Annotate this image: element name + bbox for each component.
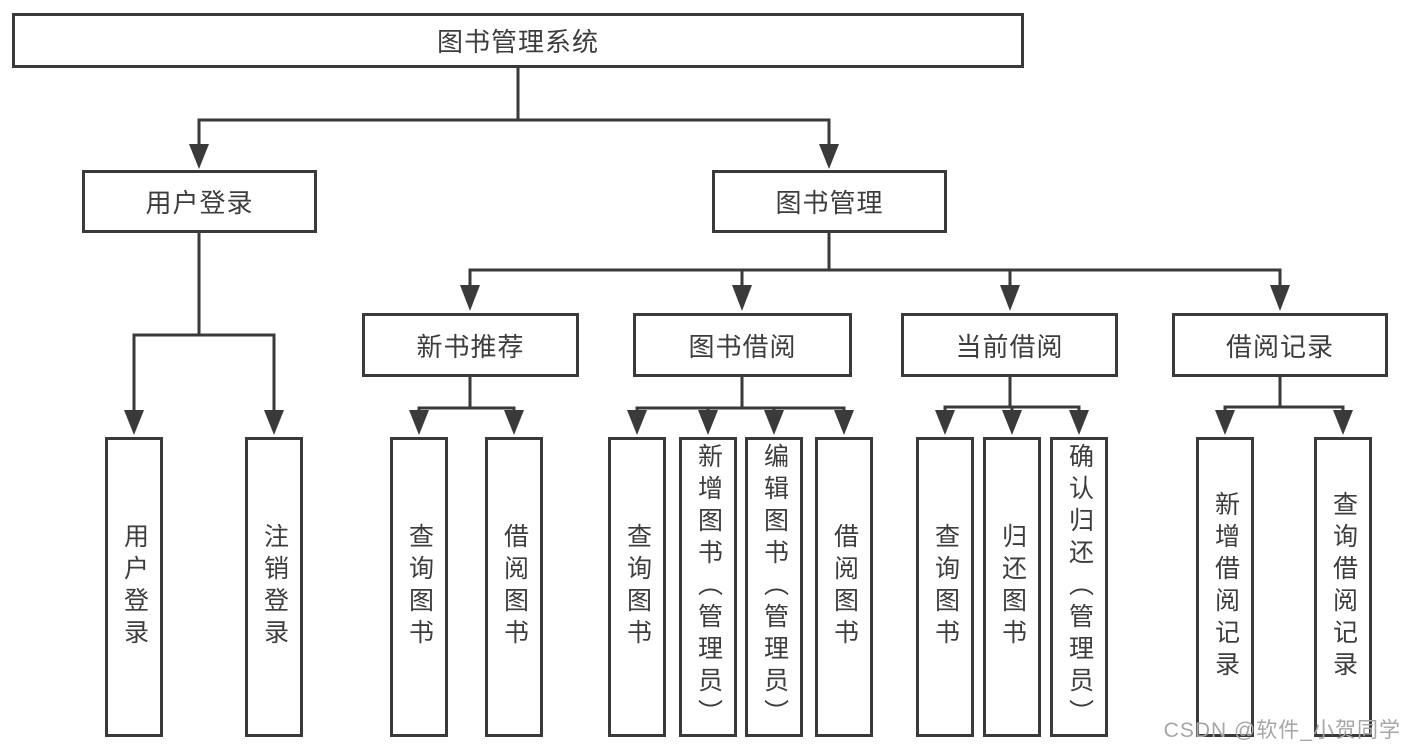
arrow-down-icon [764,410,784,435]
arrow-down-icon [504,410,524,435]
leaf-confirm-return-admin-label: 确认归还（管理员） [1065,443,1094,731]
arrow-down-icon [834,410,854,435]
leaf-query-borrow-record: 查询借阅记录 [1314,437,1372,737]
node-root-system: 图书管理系统 [12,13,1024,68]
leaf-borrow-books-label: 借阅图书 [830,523,859,651]
leaf-query-books-recommend-label: 查询图书 [405,523,434,651]
connector-book-borrow-children [627,377,854,435]
arrow-down-icon [189,144,209,169]
node-current-borrow-label: 当前借阅 [955,331,1064,362]
watermark: CSDN @软件_小贺同学 [1163,719,1401,742]
arrow-down-icon [627,410,647,435]
connector-borrow-records-children [1215,377,1353,435]
leaf-query-books-borrow-label: 查询图书 [623,523,652,651]
connector-new-book-children [409,377,524,435]
leaf-borrow-books-recommend: 借阅图书 [485,437,543,737]
arrow-down-icon [264,410,284,435]
connector-book-management-to-level3 [460,233,1290,311]
arrow-down-icon [732,285,752,311]
leaf-add-borrow-record-label: 新增借阅记录 [1211,491,1240,683]
leaf-add-books-admin-label: 新增图书（管理员） [694,443,723,731]
node-borrow-records: 借阅记录 [1172,313,1388,377]
leaf-add-books-admin: 新增图书（管理员） [679,437,737,737]
node-user-login: 用户登录 [82,170,317,233]
connector-user-login-children [124,233,284,435]
leaf-confirm-return-admin: 确认归还（管理员） [1050,437,1108,737]
arrow-down-icon [124,410,144,435]
leaf-logout: 注销登录 [245,437,303,737]
connector-root-to-level2 [189,68,839,169]
node-book-management: 图书管理 [712,170,947,233]
arrow-down-icon [1000,285,1020,311]
node-book-management-label: 图书管理 [775,188,884,218]
leaf-borrow-books-recommend-label: 借阅图书 [500,523,529,651]
leaf-user-login: 用户登录 [105,437,163,737]
arrow-down-icon [1333,410,1353,435]
leaf-query-books-recommend: 查询图书 [390,437,448,737]
leaf-edit-books-admin: 编辑图书（管理员） [745,437,803,737]
node-borrow-records-label: 借阅记录 [1225,331,1334,362]
node-root-system-label: 图书管理系统 [436,27,599,57]
node-book-borrow-label: 图书借阅 [688,331,797,362]
arrow-down-icon [698,410,718,435]
arrow-down-icon [1069,410,1089,435]
node-new-book-recommend: 新书推荐 [362,313,579,377]
arrow-down-icon [1215,410,1235,435]
node-user-login-label: 用户登录 [145,188,254,218]
leaf-edit-books-admin-label: 编辑图书（管理员） [760,443,789,731]
leaf-logout-label: 注销登录 [260,523,289,651]
arrow-down-icon [819,144,839,169]
arrow-down-icon [460,285,480,311]
leaf-query-books-current-label: 查询图书 [931,523,960,651]
leaf-query-books-borrow: 查询图书 [608,437,666,737]
leaf-return-books: 归还图书 [983,437,1041,737]
connector-current-borrow-children [935,377,1089,435]
leaf-return-books-label: 归还图书 [998,523,1027,651]
node-book-borrow: 图书借阅 [633,313,852,377]
node-current-borrow: 当前借阅 [901,313,1118,377]
leaf-borrow-books: 借阅图书 [815,437,873,737]
arrow-down-icon [1270,285,1290,311]
leaf-add-borrow-record: 新增借阅记录 [1196,437,1254,737]
arrow-down-icon [409,410,429,435]
leaf-user-login-label: 用户登录 [120,523,149,651]
leaf-query-borrow-record-label: 查询借阅记录 [1329,491,1358,683]
leaf-query-books-current: 查询图书 [916,437,974,737]
arrow-down-icon [935,410,955,435]
arrow-down-icon [1002,410,1022,435]
node-new-book-recommend-label: 新书推荐 [416,331,525,362]
